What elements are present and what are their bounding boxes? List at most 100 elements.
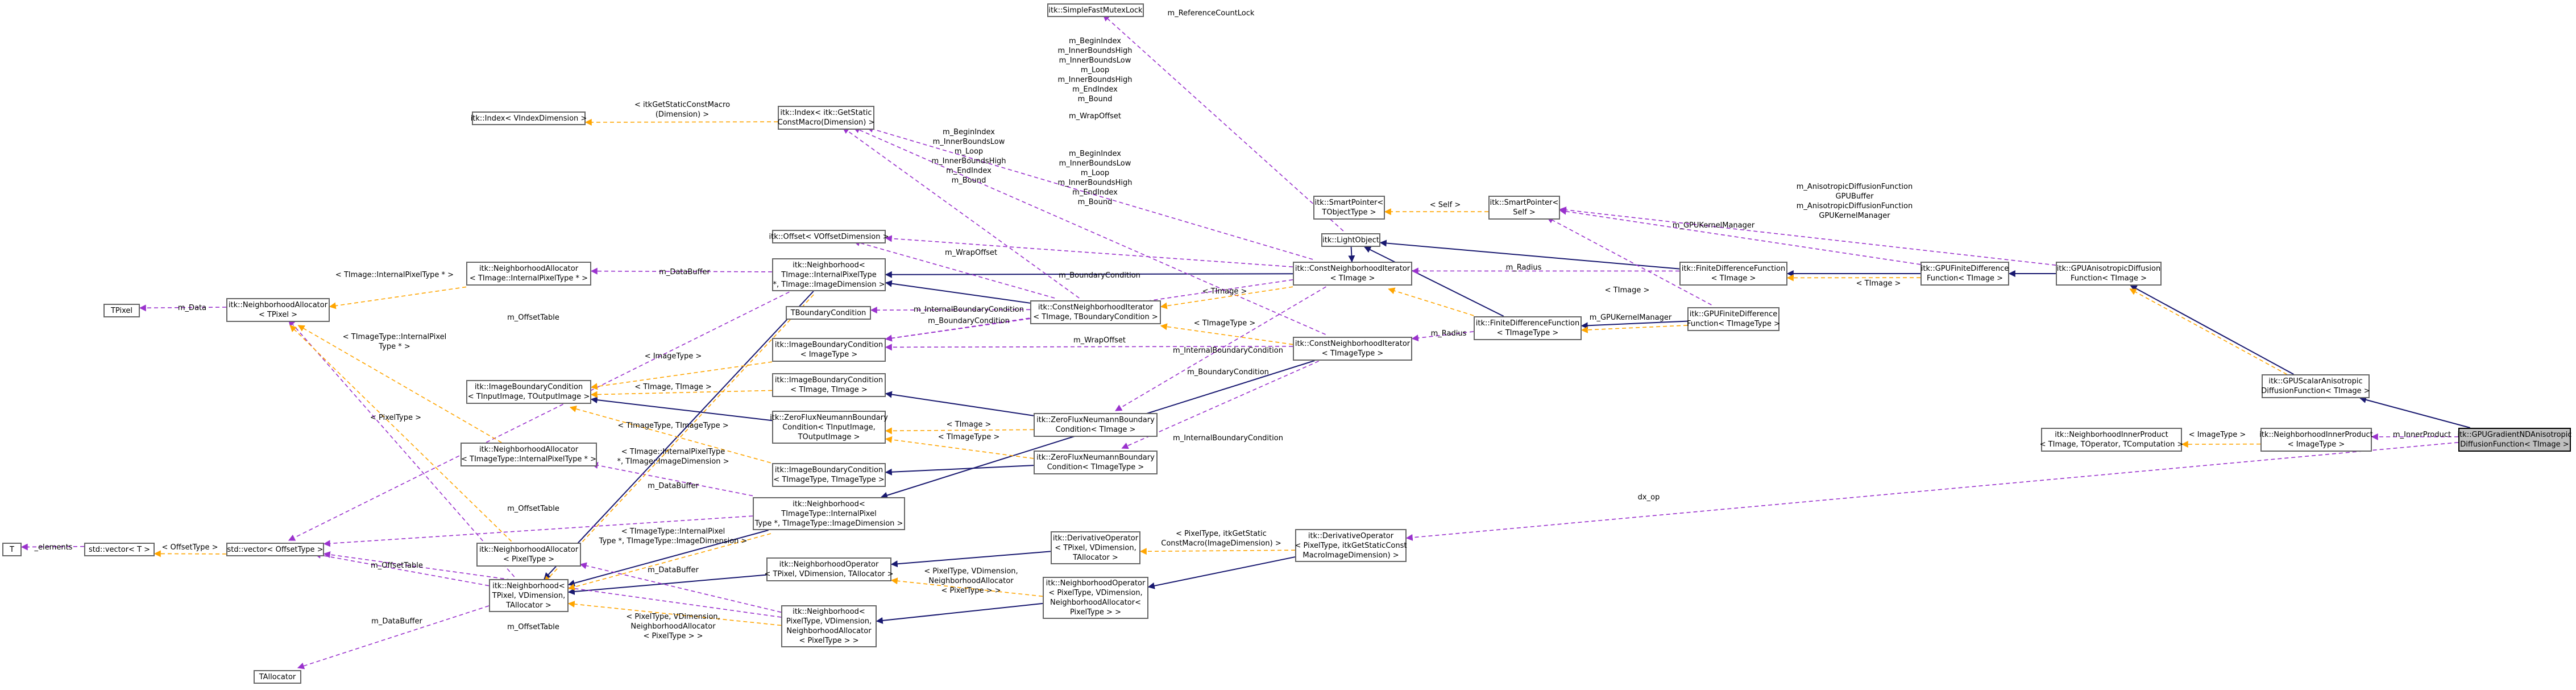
node-const-neighborhood-iterator-tboundary[interactable]: itk::ConstNeighborhoodIterator< TImage, … <box>1030 300 1161 324</box>
edge-label-data-buffer-2: m_DataBuffer <box>648 482 699 490</box>
template-edge-59 <box>590 361 773 390</box>
edge-label-pixeltype-vdimension-allocator-1: < PixelType, VDimension,NeighborhoodAllo… <box>924 567 1018 595</box>
node-std-vector-t[interactable]: std::vector< T > <box>84 543 155 556</box>
node-tpixel[interactable]: TPixel <box>103 304 140 317</box>
edge-label-offset-table-1: m_OffsetTable <box>507 313 559 322</box>
node-label: < TPixel > <box>258 311 298 319</box>
node-label: itk::Offset< VOffsetDimension > <box>769 232 889 241</box>
node-label: Self > <box>1513 208 1536 217</box>
template-edge-62 <box>885 427 1034 435</box>
node-label: itk::Index< VIndexDimension > <box>470 114 587 123</box>
edge-label-offset-table-4: m_OffsetTable <box>507 623 559 631</box>
node-label: itk::NeighborhoodOperator <box>779 560 879 569</box>
edge-label-timagetype-2: < TImageType > <box>938 433 1000 441</box>
node-neighborhood-allocator-tpixel[interactable]: itk::NeighborhoodAllocator< TPixel > <box>226 298 330 322</box>
node-label: < TImage > <box>1711 274 1756 283</box>
edge-label-timage-4: < TImage > <box>946 420 992 429</box>
edge-label-timage-internal-dimension: < TImage::InternalPixelType*, TImage::Im… <box>617 448 729 466</box>
usage-edge-39 <box>590 267 773 275</box>
edge-label-wrap-offset-2: m_WrapOffset <box>944 249 998 257</box>
edge-label-boundary-condition-3: m_BoundaryCondition <box>1187 368 1269 377</box>
node-image-boundary-condition-timagetype[interactable]: itk::ImageBoundaryCondition< TImageType,… <box>772 463 886 487</box>
node-light-object[interactable]: itk::LightObject <box>1321 233 1380 247</box>
node-label: itk::GPUScalarAnisotropic <box>2268 377 2363 386</box>
node-neighborhood-allocator-pixeltype[interactable]: itk::NeighborhoodAllocator< PixelType > <box>476 543 581 567</box>
node-simple-fast-mutex-lock[interactable]: itk::SimpleFastMutexLock <box>1047 3 1144 17</box>
node-smart-pointer-tobjecttype[interactable]: itk::SmartPointer<TObjectType > <box>1313 196 1385 220</box>
usage-edge-38 <box>1102 14 1344 232</box>
node-neighborhood-tpixel[interactable]: itk::Neighborhood<TPixel, VDimension,TAl… <box>489 579 569 612</box>
node-image-boundary-condition-imagetype[interactable]: itk::ImageBoundaryCondition< ImageType > <box>772 338 886 362</box>
usage-edge-36 <box>870 307 1031 314</box>
node-image-boundary-condition-timage-timage[interactable]: itk::ImageBoundaryCondition< TImage, TIm… <box>772 373 886 397</box>
template-edge-63 <box>885 436 1034 459</box>
node-neighborhood-operator-tpixel[interactable]: itk::NeighborhoodOperator< TPixel, VDime… <box>764 557 894 581</box>
inheritance-edge-13 <box>567 530 769 586</box>
node-label: < TImageType > <box>1496 329 1559 337</box>
node-smart-pointer-self[interactable]: itk::SmartPointer<Self > <box>1488 196 1560 220</box>
node-label: itk::NeighborhoodInnerProduct <box>2055 431 2168 439</box>
node-label: Function< TImageType > <box>1687 320 1780 328</box>
node-t[interactable]: T <box>2 543 22 556</box>
node-neighborhood-operator-pixeltype[interactable]: itk::NeighborhoodOperator< PixelType, VD… <box>1043 577 1148 619</box>
edge-label-offset-table-3: m_OffsetTable <box>371 561 423 570</box>
node-label: NeighborhoodAllocator <box>786 627 872 635</box>
edge-label-radius-1: m_Radius <box>1505 263 1542 272</box>
node-index-vindex[interactable]: itk::Index< VIndexDimension > <box>470 111 587 125</box>
usage-edge-35 <box>853 239 1055 299</box>
template-edge-60 <box>590 390 773 398</box>
node-label: < TImage, TImage > <box>790 386 868 394</box>
node-derivative-operator-tpixel[interactable]: itk::DerivativeOperator< TPixel, VDimens… <box>1051 531 1140 564</box>
node-neighborhood-inner-product-imagetype[interactable]: itk::NeighborhoodInnerProduct< ImageType… <box>2259 428 2373 452</box>
node-const-neighborhood-iterator-timagetype[interactable]: itk::ConstNeighborhoodIterator< TImageTy… <box>1293 337 1412 361</box>
template-edge-56 <box>1160 286 1293 309</box>
node-const-neighborhood-iterator-timage[interactable]: itk::ConstNeighborhoodIterator< TImage > <box>1293 262 1412 286</box>
node-label: TPixel, VDimension, <box>492 591 566 600</box>
edge-label-timagetype-1: < TImageType > <box>1193 319 1256 328</box>
node-label: itk::ConstNeighborhoodIterator <box>1038 303 1154 312</box>
inheritance-edge-16 <box>890 551 1051 568</box>
edge-label-timagetype-timagetype: < TImageType, TImageType > <box>617 422 729 430</box>
node-label: TAllocator <box>259 672 296 681</box>
node-label: itk::ZeroFluxNeumannBoundary <box>1036 416 1155 424</box>
node-tboundary-condition[interactable]: TBoundaryCondition <box>786 306 871 320</box>
node-neighborhood-pixeltype[interactable]: itk::Neighborhood<PixelType, VDimension,… <box>781 605 877 647</box>
node-offset-voffset[interactable]: itk::Offset< VOffsetDimension > <box>769 230 889 243</box>
node-label: itk::NeighborhoodAllocator <box>479 445 579 454</box>
node-neighborhood-allocator-timagetype[interactable]: itk::NeighborhoodAllocator< TImageType::… <box>461 443 597 466</box>
node-derivative-operator-pixeltype[interactable]: itk::DerivativeOperator< PixelType, itkG… <box>1295 529 1407 562</box>
node-neighborhood-timage[interactable]: itk::Neighborhood<TImage::InternalPixelT… <box>772 258 886 291</box>
inheritance-edge-11 <box>885 391 1034 416</box>
node-neighborhood-inner-product-full[interactable]: itk::NeighborhoodInnerProduct< TImage, T… <box>2040 428 2183 452</box>
node-label: itk::NeighborhoodAllocator <box>228 301 328 309</box>
node-neighborhood-timagetype[interactable]: itk::Neighborhood<TImageType::InternalPi… <box>753 497 905 530</box>
node-std-vector-offsettype[interactable]: std::vector< OffsetType > <box>226 543 324 556</box>
edge-label-internal-boundary-condition-3: m_InternalBoundaryCondition <box>1173 434 1283 443</box>
node-neighborhood-allocator-timage[interactable]: itk::NeighborhoodAllocator< TImage::Inte… <box>466 262 591 286</box>
edge-label-gpu-kernel-manager-1: m_GPUKernelManager <box>1672 221 1755 230</box>
node-label: itk::Neighborhood< <box>793 499 865 509</box>
edge-label-reference-count-lock: m_ReferenceCountLock <box>1167 9 1255 18</box>
edge-label-internal-boundary-condition-1: m_InternalBoundaryCondition <box>914 305 1024 314</box>
node-tallocator[interactable]: TAllocator <box>254 670 301 684</box>
node-label: itk::Neighborhood< <box>793 261 865 270</box>
node-finite-difference-function-timagetype[interactable]: itk::FiniteDifferenceFunction< TImageTyp… <box>1474 316 1582 340</box>
node-image-boundary-condition-tinput[interactable]: itk::ImageBoundaryCondition< TInputImage… <box>466 380 591 404</box>
edge-label-radius-2: m_Radius <box>1430 329 1467 338</box>
node-finite-difference-function-timage[interactable]: itk::FiniteDifferenceFunction< TImage > <box>1679 262 1787 286</box>
template-edge-71 <box>1139 548 1296 555</box>
node-label: itk::Index< itk::GetStatic <box>780 109 872 117</box>
